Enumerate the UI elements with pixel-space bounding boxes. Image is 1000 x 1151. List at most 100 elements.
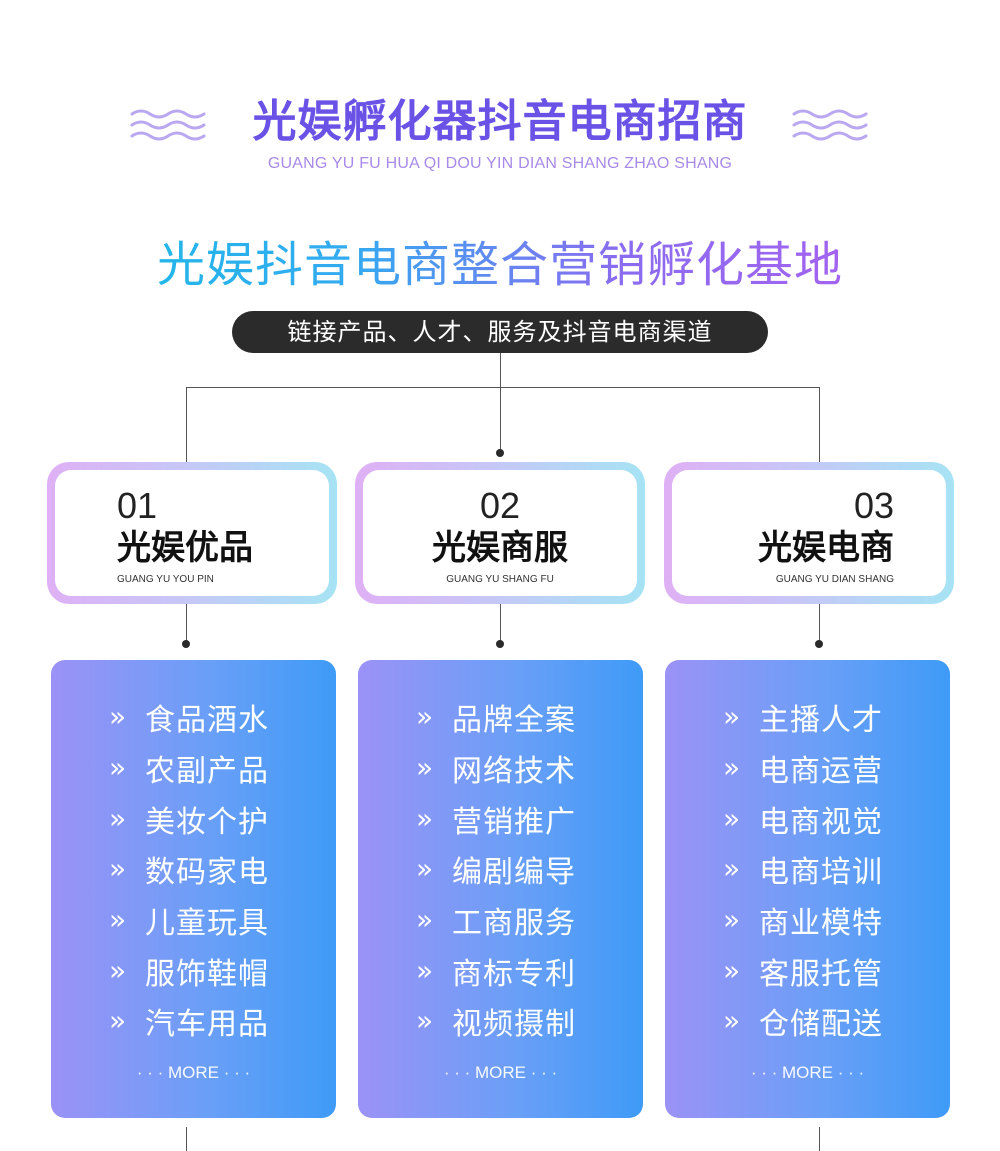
category-number: 01	[117, 485, 158, 526]
connector-line	[819, 387, 820, 489]
list-item: » 网络技术	[358, 743, 643, 794]
chevron-double-right-icon: »	[416, 751, 435, 785]
detail-card-shangfu: » 品牌全案 » 网络技术 » 营销推广 » 编剧编导 » 工商服务 »商标专利 » 视频摄…	[358, 660, 643, 1118]
page-title: 光娱孵化器抖音电商招商	[252, 96, 748, 147]
list-item-label: 美妆个护	[145, 804, 269, 840]
chevron-double-right-icon: »	[723, 1004, 742, 1038]
list-item: » 数码家电	[51, 844, 336, 895]
list-item-label: 农副产品	[145, 754, 269, 790]
chevron-double-right-icon: »	[723, 953, 742, 987]
category-pinyin: GUANG YU YOU PIN	[117, 574, 214, 585]
list-item-label: 主播人才	[759, 703, 883, 739]
detail-card-dianshang: » 主播人才 » 电商运营 » 电商视觉 » 电商培训 » 商业模特 » 客服托管 » 仓储配…	[665, 660, 950, 1118]
list-item-label: 网络技术	[452, 754, 576, 790]
tagline-pill: 链接产品、人才、服务及抖音电商渠道	[232, 311, 768, 353]
item-list: » 主播人才 » 电商运营 » 电商视觉 » 电商培训 » 商业模特 » 客服托管 » 仓储配…	[665, 692, 950, 1047]
list-item: » 电商培训	[665, 844, 950, 895]
list-item-label: 食品酒水	[145, 703, 269, 739]
list-item-label: 客服托管	[759, 956, 883, 992]
chevron-double-right-icon: »	[109, 953, 128, 987]
connector-line	[186, 387, 820, 388]
chevron-double-right-icon: »	[109, 700, 128, 734]
list-item: » 品牌全案	[358, 692, 643, 743]
slogan-heading: 光娱抖音电商整合营销孵化基地	[0, 232, 1000, 298]
list-item-label: 品牌全案	[452, 703, 576, 739]
category-title: 光娱优品	[117, 528, 253, 568]
chevron-double-right-icon: »	[416, 903, 435, 937]
list-item-label: 电商培训	[759, 855, 883, 891]
chevron-double-right-icon: »	[416, 953, 435, 987]
wave-lines-icon	[792, 109, 868, 141]
list-item: »商标专利	[358, 945, 643, 996]
chevron-double-right-icon: »	[723, 751, 742, 785]
list-item-label: 仓储配送	[759, 1007, 883, 1043]
list-item-label: 营销推广	[452, 804, 576, 840]
more-link[interactable]: · · · MORE · · ·	[136, 1063, 251, 1082]
list-item-label: 电商运营	[759, 754, 883, 790]
chevron-double-right-icon: »	[109, 751, 128, 785]
list-item: » 商业模特	[665, 895, 950, 946]
category-card-inner: 03 光娱电商 GUANG YU DIAN SHANG	[672, 470, 946, 596]
list-item: » 工商服务	[358, 895, 643, 946]
chevron-double-right-icon: »	[723, 852, 742, 886]
item-list: » 食品酒水 » 农副产品 » 美妆个护 » 数码家电 » 儿童玩具 » 服饰鞋帽 » 汽车用…	[51, 692, 336, 1047]
list-item-label: 服饰鞋帽	[145, 956, 269, 992]
more-link[interactable]: · · · MORE · · ·	[443, 1063, 558, 1082]
connector-line	[186, 1127, 187, 1151]
category-number: 02	[479, 485, 521, 526]
connector-line	[500, 596, 501, 644]
list-item-label: 工商服务	[452, 906, 576, 942]
chevron-double-right-icon: »	[723, 903, 742, 937]
chevron-double-right-icon: »	[416, 700, 435, 734]
list-item: » 客服托管	[665, 945, 950, 996]
connector-dot	[496, 640, 504, 648]
list-item: » 仓储配送	[665, 996, 950, 1047]
more-link[interactable]: · · · MORE · · ·	[750, 1063, 865, 1082]
connector-dot	[182, 640, 190, 648]
chevron-double-right-icon: »	[416, 1004, 435, 1038]
list-item: » 电商视觉	[665, 793, 950, 844]
list-item-label: 电商视觉	[759, 804, 883, 840]
category-card-inner: 02 光娱商服 GUANG YU SHANG FU	[363, 470, 637, 596]
chevron-double-right-icon: »	[723, 801, 742, 835]
list-item-label: 儿童玩具	[145, 906, 269, 942]
connector-dot	[496, 449, 504, 457]
list-item: » 食品酒水	[51, 692, 336, 743]
category-card-dianshang: 03 光娱电商 GUANG YU DIAN SHANG	[664, 462, 954, 604]
list-item-label: 商业模特	[759, 906, 883, 942]
list-item-label: 编剧编导	[452, 855, 576, 891]
list-item: » 视频摄制	[358, 996, 643, 1047]
connector-dot	[815, 640, 823, 648]
category-title: 光娱商服	[432, 528, 568, 568]
list-item: » 汽车用品	[51, 996, 336, 1047]
list-item: » 儿童玩具	[51, 895, 336, 946]
list-item: » 美妆个护	[51, 793, 336, 844]
chevron-double-right-icon: »	[109, 852, 128, 886]
chevron-double-right-icon: »	[416, 852, 435, 886]
chevron-double-right-icon: »	[416, 801, 435, 835]
list-item: » 服饰鞋帽	[51, 945, 336, 996]
list-item: » 编剧编导	[358, 844, 643, 895]
category-card-shangfu: 02 光娱商服 GUANG YU SHANG FU	[355, 462, 645, 604]
category-number: 03	[853, 485, 894, 526]
list-item: » 电商运营	[665, 743, 950, 794]
connector-line	[186, 596, 187, 644]
wave-lines-icon	[130, 109, 206, 141]
list-item-label: 汽车用品	[145, 1007, 269, 1043]
page-subtitle: GUANG YU FU HUA QI DOU YIN DIAN SHANG ZH…	[267, 155, 733, 172]
list-item: » 营销推广	[358, 793, 643, 844]
category-title: 光娱电商	[758, 528, 894, 568]
category-card-inner: 01 光娱优品 GUANG YU YOU PIN	[55, 470, 329, 596]
connector-line	[819, 596, 820, 644]
chevron-double-right-icon: »	[109, 801, 128, 835]
connector-line	[186, 387, 187, 489]
item-list: » 品牌全案 » 网络技术 » 营销推广 » 编剧编导 » 工商服务 »商标专利 » 视频摄…	[358, 692, 643, 1047]
chevron-double-right-icon: »	[109, 903, 128, 937]
list-item: » 农副产品	[51, 743, 336, 794]
category-card-youpin: 01 光娱优品 GUANG YU YOU PIN	[47, 462, 337, 604]
list-item-label: 数码家电	[145, 855, 269, 891]
chevron-double-right-icon: »	[109, 1004, 128, 1038]
category-pinyin: GUANG YU DIAN SHANG	[775, 574, 894, 585]
list-item-label: 视频摄制	[452, 1007, 576, 1043]
connector-line	[819, 1127, 820, 1151]
